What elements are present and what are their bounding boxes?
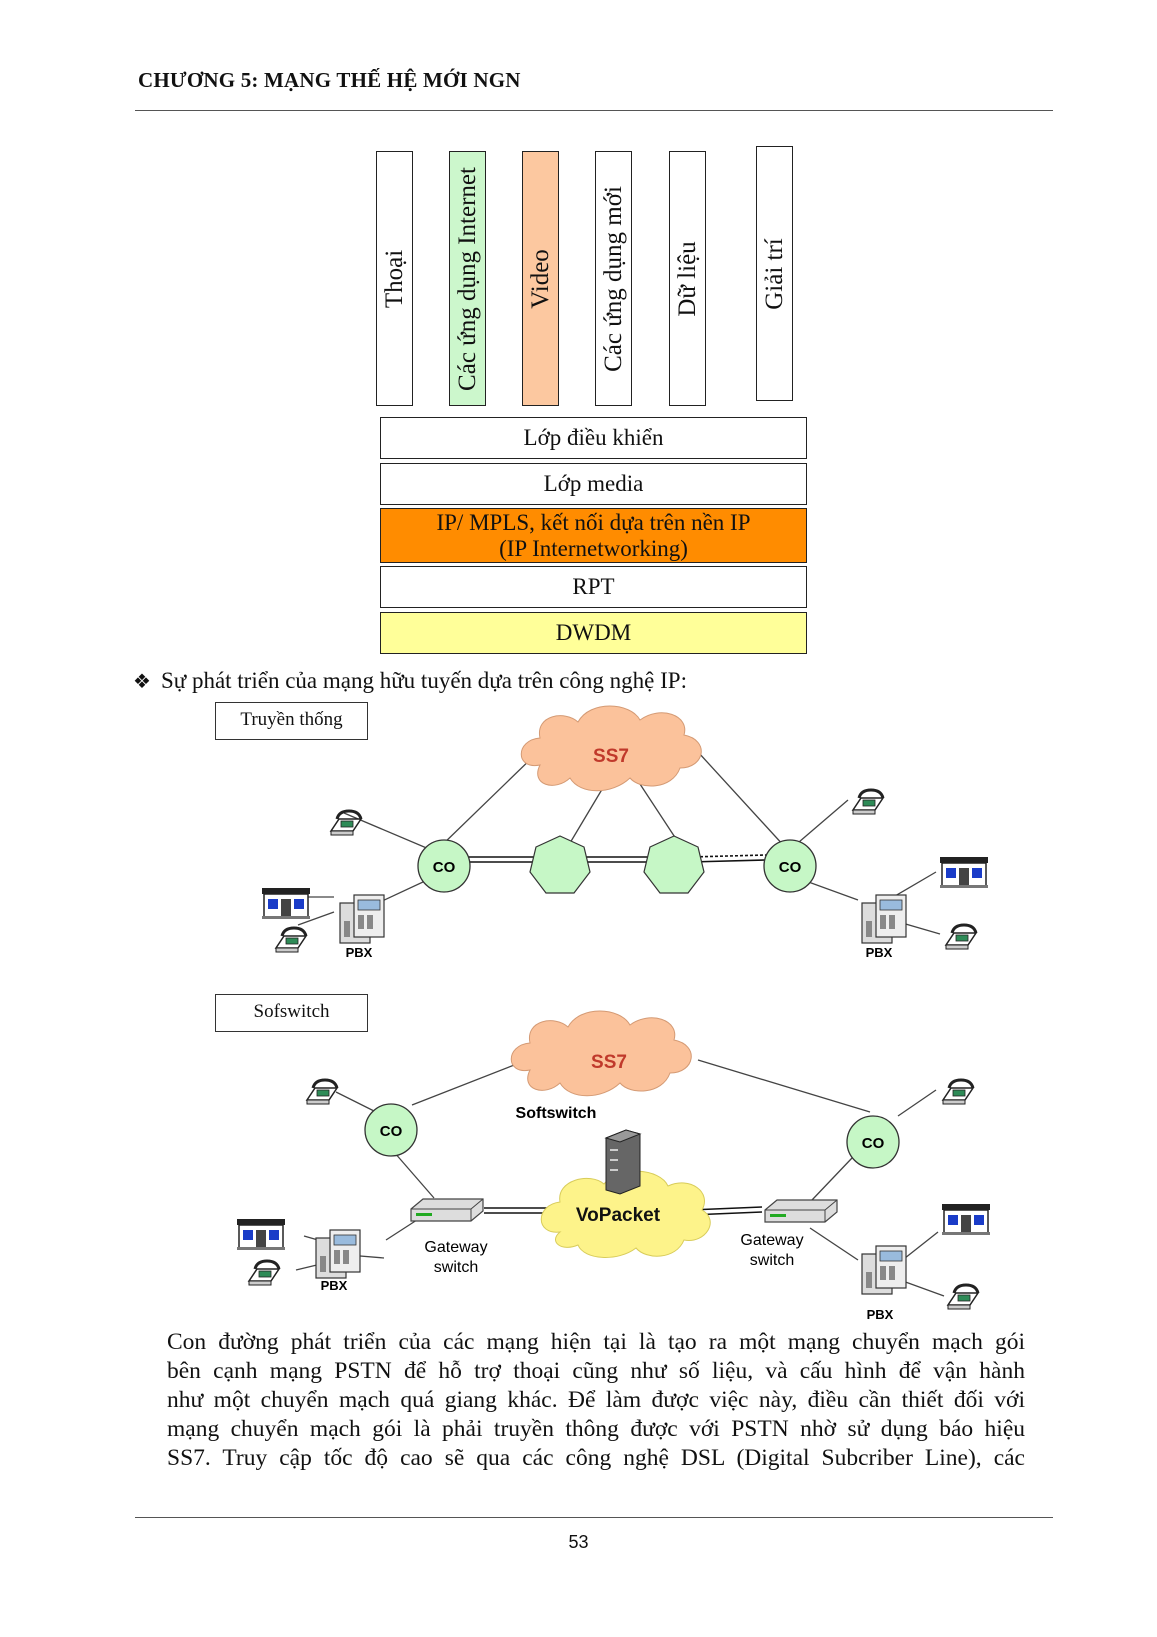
gateway-switch-icon	[410, 1198, 484, 1222]
building-icon	[236, 1218, 286, 1251]
chapter-title: CHƯƠNG 5: MẠNG THẾ HỆ MỚI NGN	[138, 68, 521, 92]
layer-rpt: RPT	[380, 566, 807, 608]
layer-ip-line2: (IP Internetworking)	[499, 536, 688, 561]
ngn-layer-stack: Thoại Các ứng dụng Internet Video Các ứn…	[0, 0, 1157, 680]
service-column-thoai: Thoại	[376, 151, 413, 406]
building-icon	[939, 856, 989, 889]
paragraph-line: mạng chuyển mạch gói là phải truyền thôn…	[167, 1416, 1025, 1442]
co-node-icon	[763, 839, 817, 893]
ss7-label: SS7	[593, 746, 629, 767]
co-right-label: CO	[779, 859, 802, 876]
telephone-icon	[305, 1078, 339, 1106]
telephone-icon	[946, 1283, 980, 1311]
gateway-right-label: switch	[750, 1252, 794, 1269]
ss7-cloud-icon	[520, 705, 702, 792]
building-icon	[941, 1203, 991, 1236]
vopacket-label: VoPacket	[576, 1205, 661, 1226]
co-left-label: CO	[380, 1123, 403, 1140]
page-number: 53	[568, 1532, 589, 1552]
layer-ip-line1: IP/ MPLS, kết nối dựa trên nền IP	[436, 510, 751, 535]
co-right-label: CO	[862, 1135, 885, 1152]
layer-ip-mpls: IP/ MPLS, kết nối dựa trên nền IP (IP In…	[380, 508, 807, 563]
co-node-icon	[846, 1115, 900, 1169]
ss7-cloud-icon	[510, 1010, 692, 1097]
layer-control: Lớp điều khiển	[380, 417, 807, 459]
pbx-right-label: PBX	[866, 945, 893, 960]
co-left-label: CO	[433, 859, 456, 876]
paragraph-line: Con đường phát triển của các mạng hiện t…	[167, 1329, 1025, 1355]
pbx-icon	[861, 1245, 907, 1295]
layer-media: Lớp media	[380, 463, 807, 505]
diamond-bullet-icon: ❖	[133, 669, 151, 693]
telephone-icon	[851, 788, 885, 816]
pbx-left-label: PBX	[346, 945, 373, 960]
service-column-video: Video	[522, 151, 559, 406]
switch-node-icon	[529, 835, 591, 894]
telephone-icon	[247, 1259, 281, 1287]
telephone-icon	[274, 926, 308, 954]
vopacket-cloud-icon	[540, 1170, 711, 1258]
header-rule	[135, 110, 1053, 111]
layer-dwdm: DWDM	[380, 612, 807, 654]
diagram1-trunk	[461, 854, 767, 863]
switch-node-icon	[643, 835, 705, 894]
softswitch-server-icon	[604, 1129, 642, 1195]
service-column-data: Dữ liệu	[669, 151, 706, 406]
bullet-text: Sự phát triển của mạng hữu tuyến dựa trê…	[160, 668, 687, 693]
diagram1-label: Truyền thống	[215, 702, 368, 740]
gateway-switch-icon	[764, 1199, 838, 1223]
telephone-icon	[941, 1078, 975, 1106]
body-paragraph: Con đường phát triển của các mạng hiện t…	[167, 1328, 1025, 1473]
service-column-internet: Các ứng dụng Internet	[449, 151, 486, 406]
ss7-label: SS7	[591, 1052, 627, 1073]
paragraph-line: bên cạnh mạng PSTN để hỗ trợ thoại cũng …	[167, 1358, 1025, 1384]
paragraph-line: SS7. Truy cập tốc độ cao sẽ qua các công…	[167, 1445, 1025, 1471]
co-node-icon	[364, 1103, 418, 1157]
pbx-icon	[861, 894, 907, 944]
pbx-icon	[315, 1229, 361, 1279]
pbx-left-label: PBX	[321, 1278, 348, 1293]
gateway-right-label: Gateway	[740, 1232, 803, 1249]
building-icon	[261, 887, 311, 920]
softswitch-label: Softswitch	[516, 1105, 597, 1122]
service-column-entertainment: Giải trí	[756, 146, 793, 401]
diagram2-label: Sofswitch	[215, 994, 368, 1032]
co-node-icon	[417, 839, 471, 893]
service-column-new-apps: Các ứng dụng mới	[595, 151, 632, 406]
telephone-icon	[329, 809, 363, 837]
telephone-icon	[944, 923, 978, 951]
pbx-icon	[339, 894, 385, 944]
footer-rule	[135, 1517, 1053, 1518]
gateway-left-label: switch	[434, 1259, 478, 1276]
section-bullet: ❖ Sự phát triển của mạng hữu tuyến dựa tr…	[133, 668, 687, 694]
pbx-right-label: PBX	[867, 1307, 894, 1322]
paragraph-line: như một chuyển mạch quá giang khác. Để l…	[167, 1387, 1025, 1413]
gateway-left-label: Gateway	[424, 1239, 487, 1256]
